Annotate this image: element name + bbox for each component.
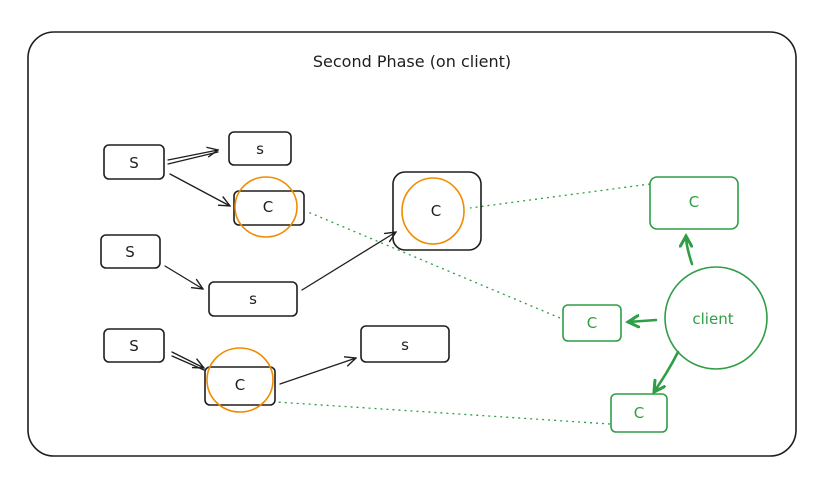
node-c-bot-mid-label: C: [235, 376, 245, 394]
outer-frame: [27, 31, 797, 457]
node-c-top-mid[interactable]: C: [233, 176, 305, 238]
arrow-s-mid-left-to-s-mid: [164, 265, 203, 289]
arrow-s-bot-left-to-c-bot-mid-2: [171, 355, 205, 371]
green-arrows: [628, 236, 694, 392]
node-s-bot-left-label: S: [129, 337, 139, 355]
node-c-green-top-label: C: [689, 193, 699, 211]
highlight-circle: [206, 347, 274, 413]
node-s-mid[interactable]: s: [208, 281, 298, 317]
arrow-c-bot-mid-to-s-bot-right: [279, 358, 356, 385]
dotted-links: [275, 183, 651, 425]
node-c-green-bot-label: C: [634, 404, 644, 422]
arrow-s-bot-left-to-c-bot-mid: [171, 351, 204, 368]
arrow-s-mid-to-c-center: [301, 232, 396, 291]
arrow-client-to-green-mid: [628, 320, 658, 322]
dotted-link-green-mid-to-top-mid: [307, 211, 561, 319]
arrow-s-top-left-to-s-top-right: [167, 150, 218, 161]
arrow-s-top-left-to-s-top-right-2: [167, 151, 219, 165]
node-s-bot-right[interactable]: s: [360, 325, 450, 363]
highlight-circle: [234, 176, 298, 238]
black-arrows: [164, 150, 396, 385]
arrow-client-to-green-bot: [654, 350, 680, 392]
dotted-link-green-bot-to-bot-mid: [275, 401, 611, 425]
node-s-top-left[interactable]: S: [103, 144, 165, 180]
node-c-top-mid-label: C: [263, 198, 273, 216]
dotted-link-green-top-to-center: [469, 183, 651, 209]
arrow-s-top-left-to-c-top-mid: [169, 173, 230, 206]
node-s-top-right[interactable]: s: [228, 131, 292, 166]
node-c-bot-mid[interactable]: C: [204, 347, 276, 413]
node-s-bot-left[interactable]: S: [103, 328, 165, 363]
node-c-green-mid[interactable]: C: [562, 304, 622, 342]
node-client-label: client: [692, 310, 733, 328]
node-c-center[interactable]: C: [392, 171, 482, 251]
node-s-top-right-label: s: [256, 140, 264, 158]
node-s-mid-label: s: [249, 290, 257, 308]
node-c-green-top[interactable]: C: [649, 176, 739, 230]
node-s-mid-left[interactable]: S: [100, 234, 161, 269]
highlight-circle: [401, 177, 465, 245]
node-s-top-left-label: S: [129, 154, 139, 172]
node-s-bot-right-label: s: [401, 336, 409, 354]
node-client[interactable]: client: [664, 266, 768, 370]
arrow-client-to-green-top: [686, 236, 694, 266]
node-s-mid-left-label: S: [125, 243, 135, 261]
node-c-center-label: C: [431, 202, 441, 220]
node-c-green-mid-label: C: [587, 314, 597, 332]
diagram-title: Second Phase (on client): [313, 52, 511, 71]
node-c-green-bot[interactable]: C: [610, 393, 668, 433]
